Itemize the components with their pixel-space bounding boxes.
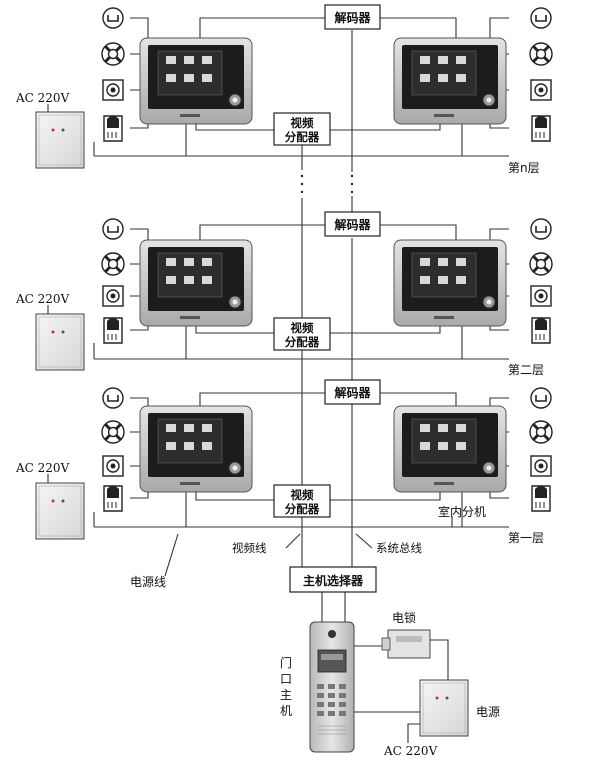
main-power-supply-box: [419, 679, 469, 737]
decoder-label: 解码器: [334, 217, 371, 232]
indoor-monitor-right-floor-1: [393, 405, 507, 493]
door-station-label: 门 口 主 机: [280, 655, 292, 718]
power-supply-label: 电源: [476, 705, 500, 719]
emergency-button-icon: [100, 419, 126, 445]
motion-sensor-icon: [103, 317, 123, 344]
doorbell-icon: [530, 218, 552, 240]
decoder-box: [324, 211, 381, 237]
host-selector-box: [289, 566, 377, 593]
smoke-detector-icon: [102, 79, 124, 101]
indoor-unit-label: 室内分机: [438, 504, 486, 519]
doorbell-icon: [102, 7, 124, 29]
emergency-button-icon: [100, 41, 126, 67]
floor-label: 第n层: [508, 161, 540, 175]
smoke-detector-icon: [530, 285, 552, 307]
video-distributor-label: 视频: [291, 321, 314, 335]
doorbell-icon: [102, 218, 124, 240]
motion-sensor-icon: [103, 115, 123, 142]
ac-220v-label: AC 220V: [15, 91, 70, 105]
motion-sensor-icon: [531, 115, 551, 142]
power-supply-box: [35, 482, 85, 540]
ac-220v-label: AC 220V: [15, 292, 70, 306]
video-distributor-label: 分配器: [285, 130, 320, 144]
doorbell-icon: [530, 387, 552, 409]
smoke-detector-icon: [530, 79, 552, 101]
video-distributor-box: [273, 484, 331, 518]
video-distributor-box: [273, 317, 331, 351]
host-selector-label: 主机选择器: [303, 573, 364, 588]
system-bus-label: 系统总线: [376, 541, 422, 555]
indoor-monitor-left-floor-2: [139, 239, 253, 327]
emergency-button-icon: [100, 251, 126, 277]
door-station-char: 口: [280, 672, 292, 686]
electric-lock-label: 电锁: [392, 610, 416, 625]
power-supply-box: [35, 111, 85, 169]
doorbell-icon: [530, 7, 552, 29]
video-distributor-label: 分配器: [285, 502, 320, 516]
power-supply-box: [35, 313, 85, 371]
door-station: [309, 621, 355, 753]
floor-2: AC 220V 解码器 视频 分配器 第二层: [15, 211, 554, 377]
floor-label: 第二层: [508, 363, 544, 377]
emergency-button-icon: [528, 251, 554, 277]
emergency-button-icon: [528, 419, 554, 445]
electric-lock-device: [381, 629, 431, 659]
door-station-char: 主: [280, 688, 292, 702]
video-distributor-label: 视频: [291, 116, 314, 130]
indoor-monitor-left-floor-n: [139, 37, 253, 125]
floor-1: AC 220V 解码器 视频 分配器 室内分机 第一层: [15, 379, 554, 545]
indoor-monitor-right-floor-2: [393, 239, 507, 327]
door-station-char: 机: [280, 704, 292, 718]
indoor-monitor-right-floor-n: [393, 37, 507, 125]
doorbell-icon: [102, 387, 124, 409]
video-distributor-label: 视频: [291, 488, 314, 502]
floor-label: 第一层: [508, 531, 544, 545]
continuation-dots: [300, 174, 354, 194]
video-distributor-label: 分配器: [285, 335, 320, 349]
motion-sensor-icon: [531, 485, 551, 512]
ac-220v-label: AC 220V: [383, 744, 438, 758]
emergency-button-icon: [528, 41, 554, 67]
motion-sensor-icon: [531, 317, 551, 344]
door-station-char: 门: [280, 655, 292, 670]
power-line-label: 电源线: [130, 575, 166, 589]
floor-n: AC 220V 解码器 视频 分配器 第n层: [15, 4, 554, 175]
smoke-detector-icon: [530, 455, 552, 477]
decoder-label: 解码器: [334, 385, 371, 400]
smoke-detector-icon: [102, 455, 124, 477]
ac-220v-label: AC 220V: [15, 461, 70, 475]
motion-sensor-icon: [103, 485, 123, 512]
decoder-label: 解码器: [334, 10, 371, 25]
video-line-label: 视频线: [232, 541, 267, 555]
decoder-box: [324, 4, 381, 30]
decoder-box: [324, 379, 381, 405]
video-distributor-box: [273, 112, 331, 146]
indoor-monitor-left-floor-1: [139, 405, 253, 493]
smoke-detector-icon: [102, 285, 124, 307]
